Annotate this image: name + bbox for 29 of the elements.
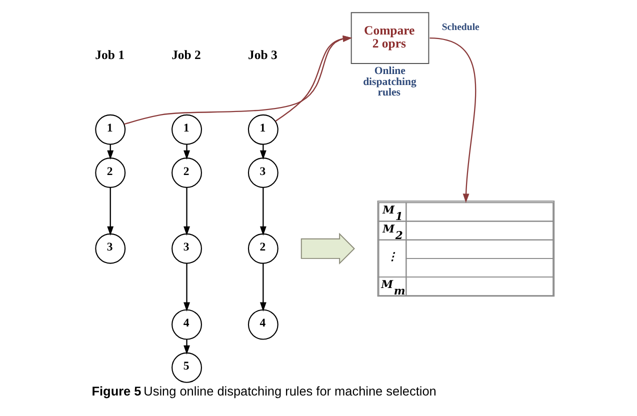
node-circle: 2 <box>247 233 278 264</box>
node-circle: 3 <box>171 233 202 264</box>
node-circle: 4 <box>247 309 278 340</box>
node-circle: 4 <box>171 309 202 340</box>
arrow <box>183 339 190 355</box>
arrow <box>183 264 190 312</box>
node-circle: 1 <box>247 114 278 145</box>
arrow <box>429 37 476 203</box>
node-label: Online dispatching rules <box>362 65 416 99</box>
arrow <box>106 188 114 236</box>
label: Job 3 <box>247 48 277 62</box>
node-circle: 3 <box>94 233 126 264</box>
node-circle: 2 <box>171 158 202 188</box>
label: Job 2 <box>171 48 200 62</box>
arrow <box>259 144 266 160</box>
label: Job 1 <box>94 48 124 62</box>
arrow <box>183 144 190 160</box>
node-arrow <box>300 232 354 265</box>
edge-label: Schedule <box>441 22 479 33</box>
node-circle: 1 <box>94 114 126 145</box>
caption: Figure 5 Using online dispatching rules for machine selection <box>91 383 436 398</box>
node-circle: 3 <box>247 158 278 188</box>
arrow <box>259 264 266 312</box>
arrow <box>183 188 190 236</box>
node-circle: 1 <box>171 114 202 145</box>
node-circle: 5 <box>171 352 202 383</box>
arrow <box>259 188 266 236</box>
node-circle: 2 <box>94 158 126 188</box>
node-box: Compare 2 oprs <box>350 12 429 64</box>
